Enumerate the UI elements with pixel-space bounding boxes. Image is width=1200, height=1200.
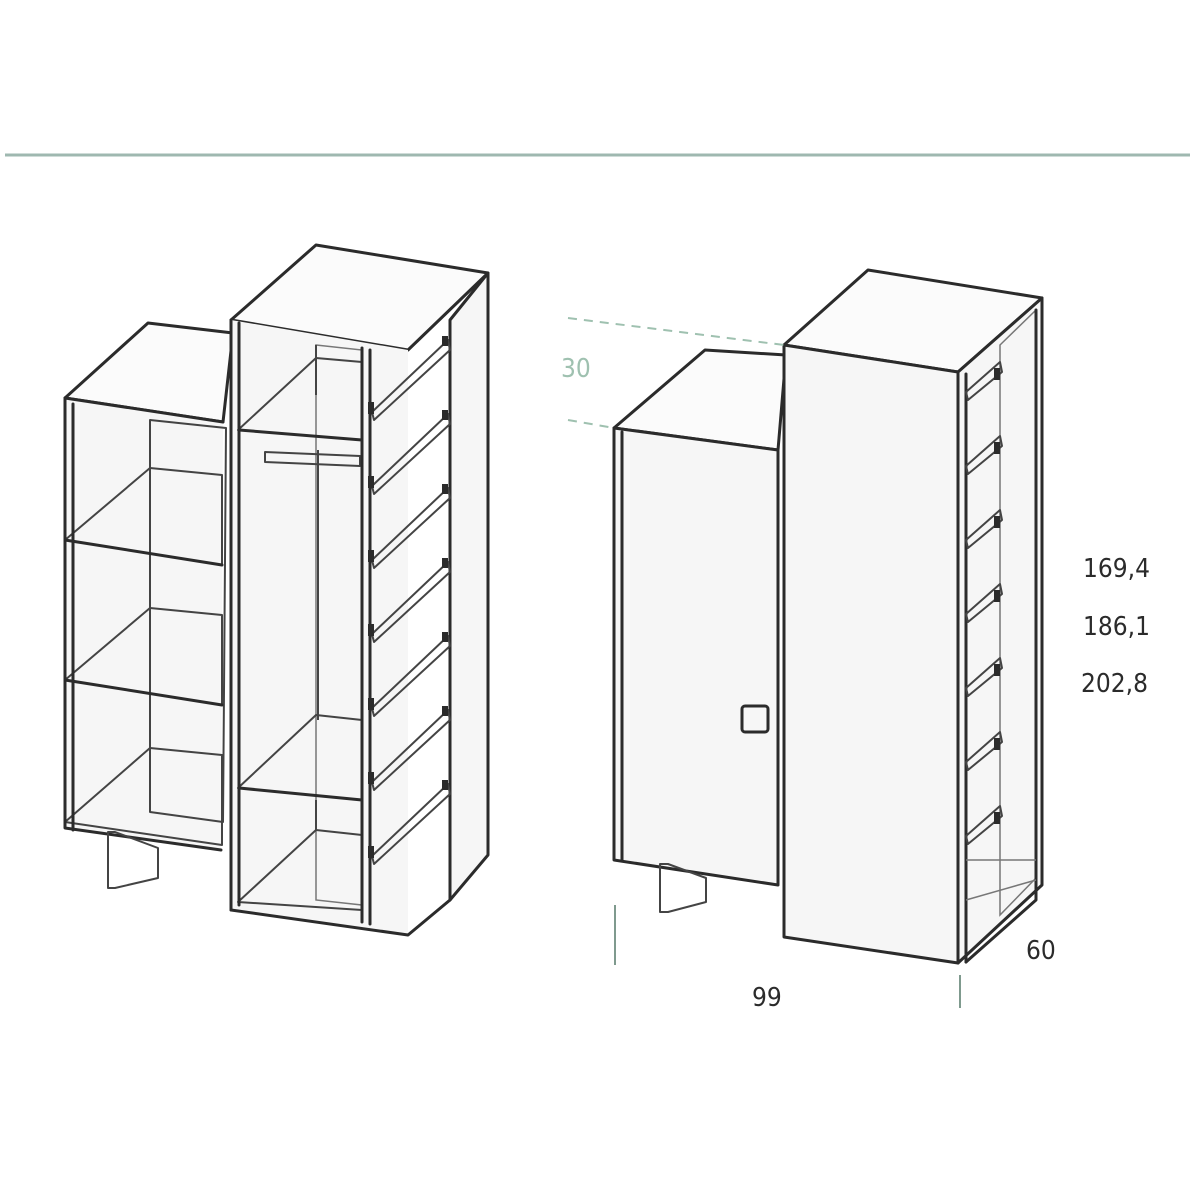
offset-dash-top [567,317,785,346]
closed-short-unit [612,348,788,913]
open-side-shelves [368,336,451,865]
closed-side-shelves [965,361,1037,901]
height-dimension-label-3: 202,8 [1081,669,1148,699]
open-short-unit [63,321,235,889]
closed-wardrobe [612,268,1044,965]
dimension-annotations: 30 99 60 169,4 186,1 202,8 [561,317,1150,1013]
open-wardrobe [63,243,490,937]
height-dimension-label-2: 186,1 [1083,612,1150,642]
offset-dimension-label: 30 [561,354,591,384]
door-handle [740,704,770,734]
width-dimension-label: 99 [752,983,782,1013]
open-tall-unit [229,243,490,937]
depth-dimension-label: 60 [1026,936,1056,966]
offset-dash-bottom [567,419,615,429]
closed-tall-unit [782,268,1044,965]
height-dimension-label-1: 169,4 [1083,554,1150,584]
